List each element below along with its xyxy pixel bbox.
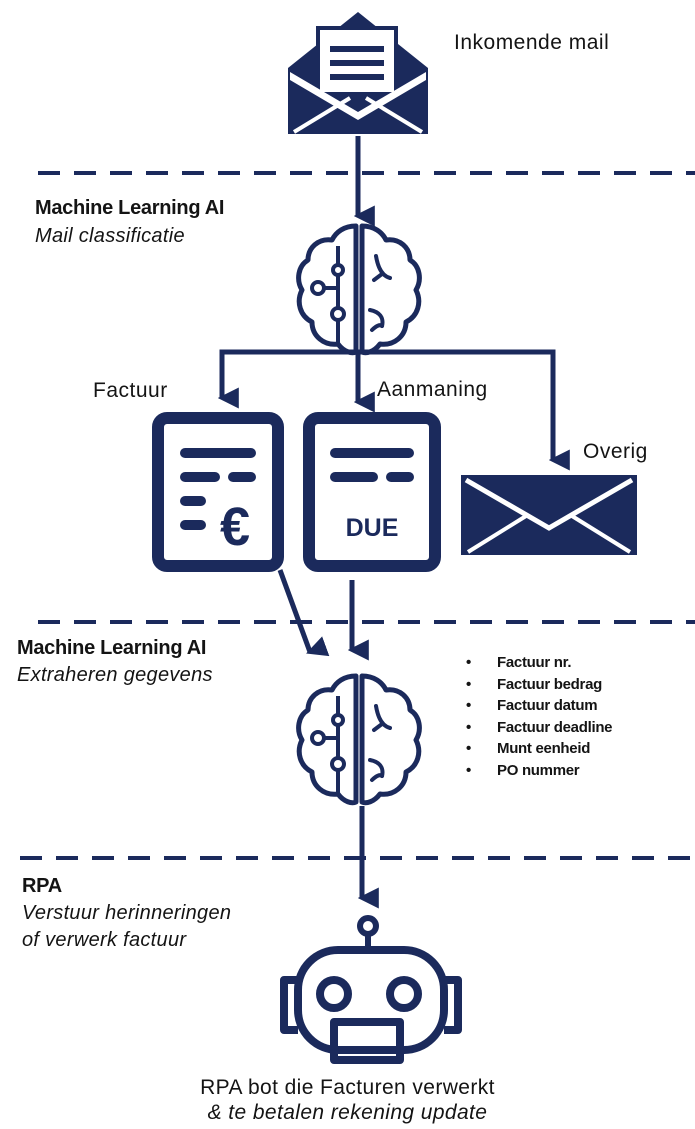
bullet-icon: •: [466, 718, 471, 736]
due-document-icon: DUE: [303, 412, 441, 572]
rpa-title: RPA: [22, 875, 62, 897]
brain-icon: [299, 226, 420, 353]
extracted-fields-list: • Factuur nr. • Factuur bedrag • Factuur datu…: [466, 652, 613, 782]
extraction-subtitle: Extraheren gegevens: [17, 664, 213, 686]
classification-subtitle: Mail classificatie: [35, 225, 185, 247]
bullet-icon: •: [466, 697, 471, 714]
invoice-euro-icon: €: [152, 412, 284, 572]
extracted-field-label: Factuur datum: [497, 697, 598, 714]
extracted-field-item: • Munt eenheid: [466, 738, 612, 760]
extracted-field-item: • Factuur bedrag: [466, 674, 612, 696]
rpa-bot-caption-line2: & te betalen rekening update: [207, 1101, 488, 1124]
factuur-label: Factuur: [93, 379, 168, 402]
bullet-icon: •: [466, 654, 471, 671]
bullet-icon: •: [466, 761, 471, 779]
extracted-field-label: Munt eenheid: [497, 740, 591, 757]
extracted-field-label: Factuur nr.: [497, 654, 572, 671]
due-badge: DUE: [346, 514, 399, 542]
rpa-subtitle-line1: Verstuur herinneringen: [22, 902, 232, 924]
incoming-mail-label: Inkomende mail: [454, 31, 610, 54]
rpa-subtitle-line2: of verwerk factuur: [22, 929, 187, 951]
open-envelope-icon: [288, 12, 428, 134]
classification-title: Machine Learning AI: [35, 197, 225, 219]
rpa-bot-caption-line1: RPA bot die Facturen verwerkt: [200, 1076, 495, 1099]
arrow-invoice-to-extractor: [277, 569, 330, 657]
extracted-field-item: • PO nummer: [466, 760, 612, 782]
branch-lines: [217, 349, 570, 471]
aanmaning-label: Aanmaning: [377, 378, 488, 401]
bullet-icon: •: [466, 675, 471, 693]
bullet-icon: •: [466, 740, 471, 757]
extracted-field-item: • Factuur deadline: [466, 717, 613, 739]
envelope-icon: [461, 475, 637, 555]
robot-icon: [280, 915, 462, 1064]
extracted-field-item: • Factuur nr.: [466, 652, 612, 674]
extracted-field-item: • Factuur datum: [466, 695, 612, 717]
extracted-field-label: Factuur bedrag: [497, 675, 602, 693]
brain-icon: [299, 676, 420, 803]
extraction-title: Machine Learning AI: [17, 637, 207, 659]
extracted-field-label: Factuur deadline: [497, 718, 613, 736]
overig-label: Overig: [583, 440, 648, 463]
euro-symbol: €: [220, 497, 250, 557]
extracted-field-label: PO nummer: [497, 761, 580, 779]
